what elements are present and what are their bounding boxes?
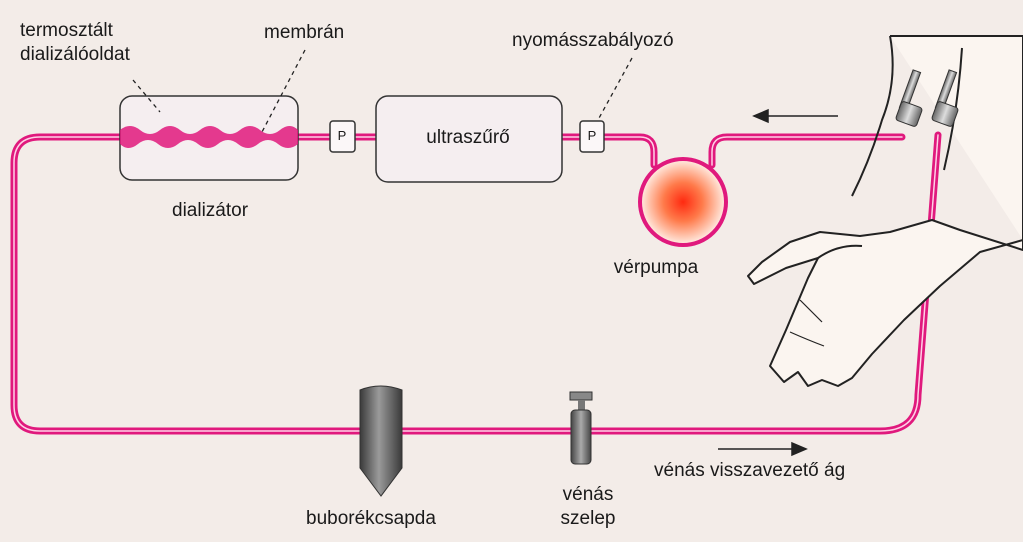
patient-arm	[747, 35, 1023, 387]
arrow-right-icon	[791, 441, 808, 457]
thermostat-label-line1: termosztált	[20, 20, 113, 41]
ultrafilter-box	[375, 95, 563, 183]
leader-lines	[132, 49, 633, 133]
dialyzer-label: dializátor	[172, 200, 249, 221]
bubble-trap-label: buborékcsapda	[306, 508, 436, 529]
pressure-gauge-2	[579, 120, 605, 153]
venous-valve-label-line1: vénás	[562, 484, 614, 505]
pressure-gauge-1	[329, 120, 356, 153]
pressure-gauge-1-label: P	[337, 128, 347, 143]
pressure-gauge-2-label: P	[587, 128, 597, 143]
flow-arrows	[718, 108, 838, 457]
needles	[895, 69, 959, 127]
bubble-trap	[359, 385, 403, 497]
blood-pump-label: vérpumpa	[613, 257, 699, 278]
membrane-label: membrán	[264, 22, 345, 43]
venous-return-label: vénás visszavezető ág	[654, 460, 846, 481]
venous-valve-label-line2: szelep	[560, 508, 616, 529]
arrow-left-icon	[752, 108, 769, 124]
dialyzer	[119, 95, 299, 181]
venous-valve	[569, 391, 593, 465]
ultrafilter-label: ultraszűrő	[426, 127, 510, 148]
blood-pump	[638, 157, 728, 247]
membrane-wave	[120, 126, 298, 148]
tubing	[10, 131, 942, 435]
thermostat-label-line2: dializálóoldat	[20, 44, 130, 65]
pressure-regulator-label: nyomásszabályozó	[512, 30, 674, 51]
